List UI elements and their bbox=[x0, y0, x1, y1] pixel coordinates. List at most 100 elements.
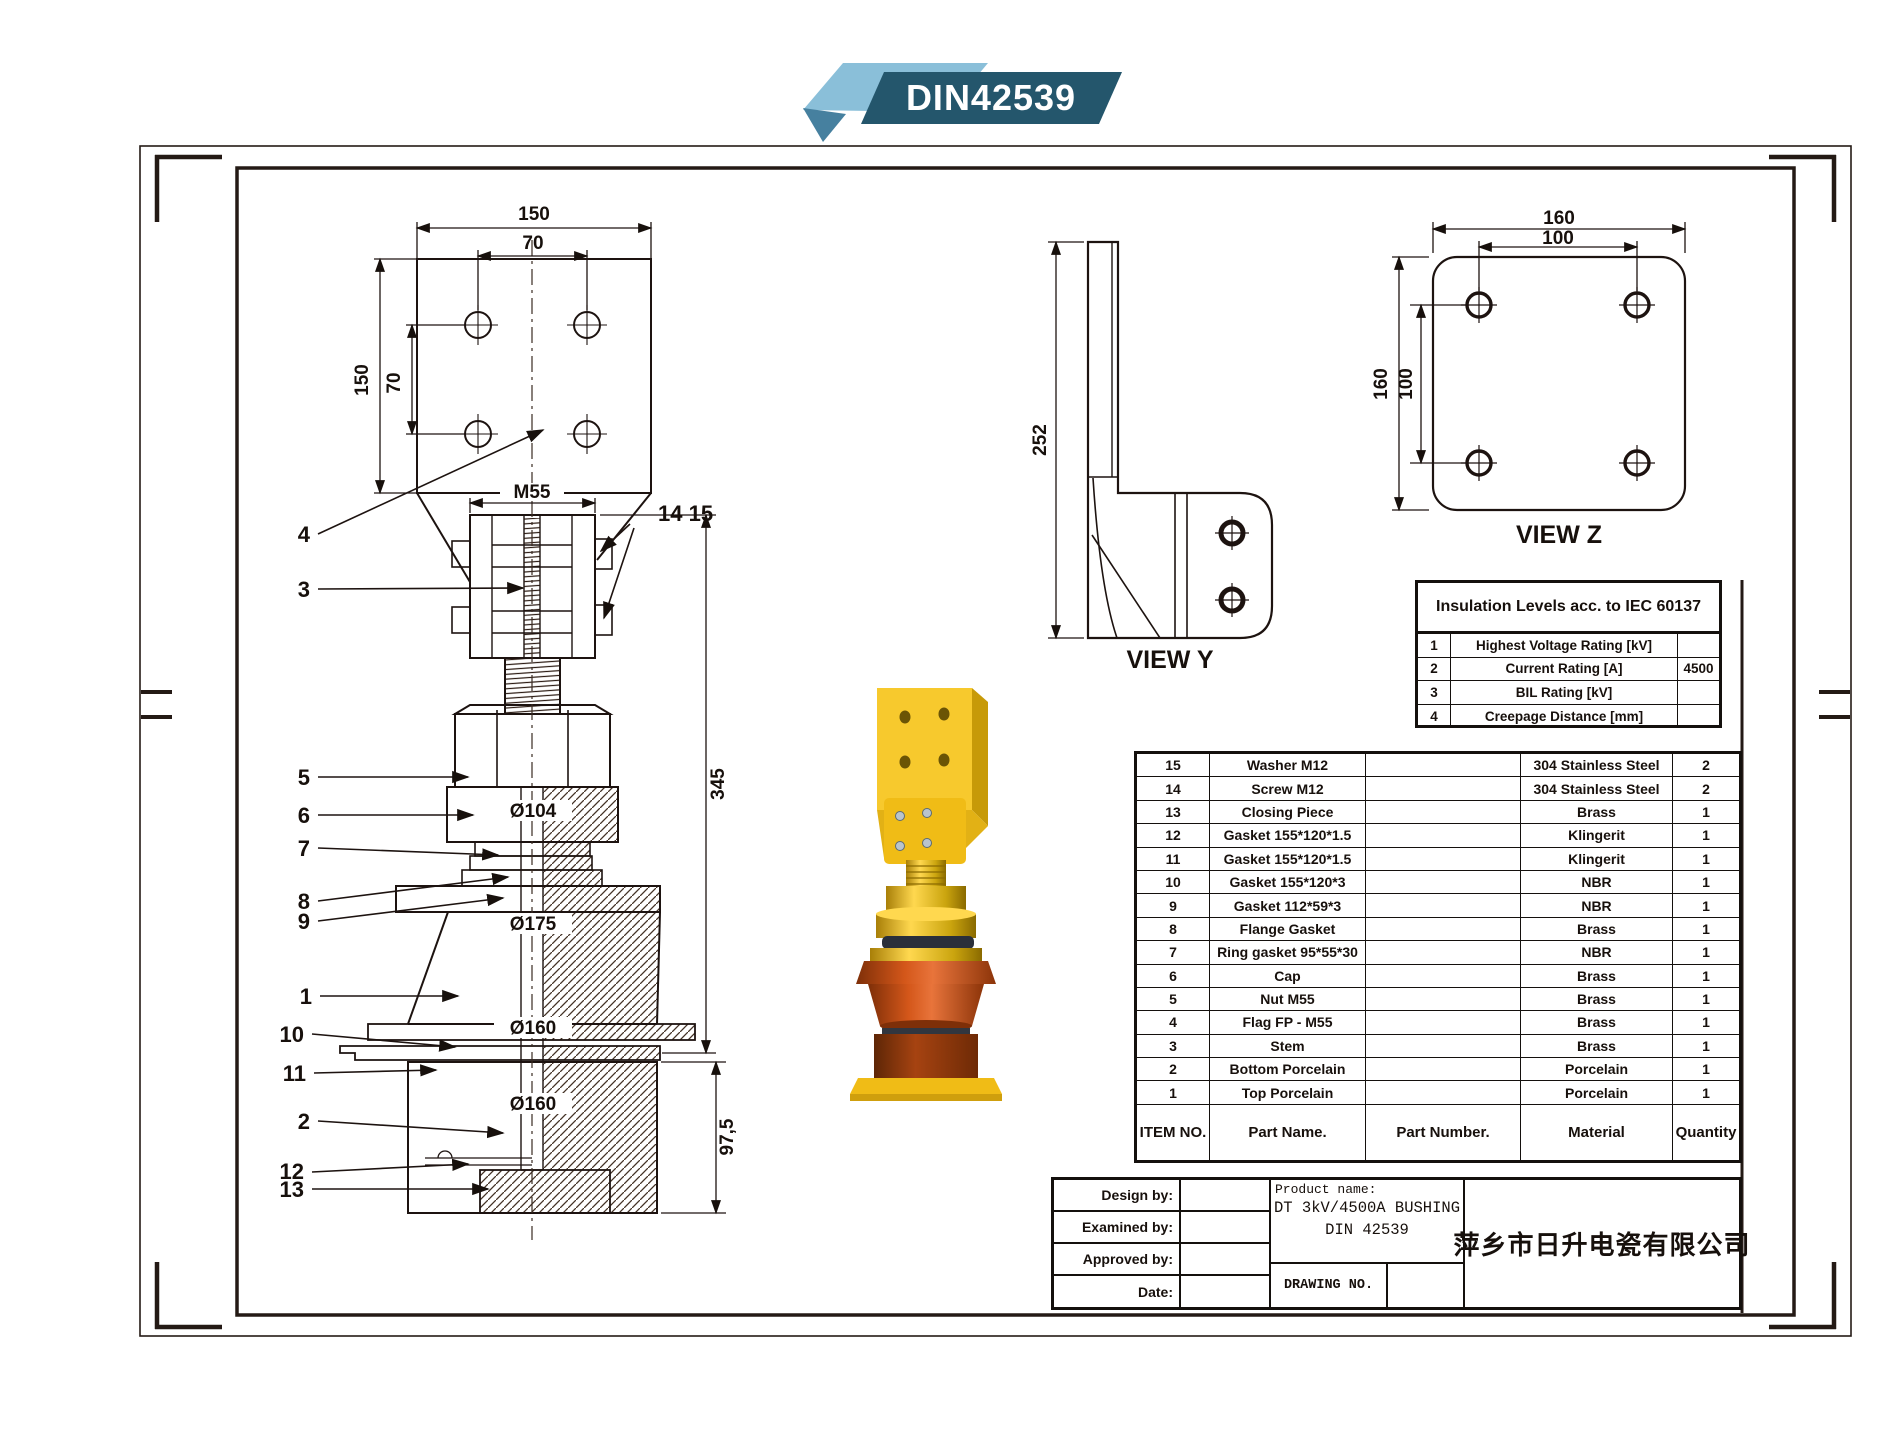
cell-quantity: 1 bbox=[1702, 874, 1710, 891]
cell-part-name: Stem bbox=[1210, 1034, 1366, 1058]
dim-cap-diameter: Ø104 bbox=[510, 801, 557, 822]
table-row: 5 Nut M55 Brass 1 bbox=[1137, 987, 1739, 1012]
dim-flag-holes-h: 70 bbox=[522, 233, 543, 254]
callout-3: 3 bbox=[298, 577, 310, 602]
callout-5: 5 bbox=[298, 765, 310, 790]
view-y-holes bbox=[1215, 516, 1249, 617]
cell-item: 5 bbox=[1137, 987, 1210, 1011]
title-block: Design by: Examined by: Approved by: Dat… bbox=[1051, 1177, 1750, 1310]
view-z-height-dim: 160 bbox=[1371, 368, 1392, 400]
cell-part-number bbox=[1366, 987, 1521, 1011]
cell-quantity: 2 bbox=[1702, 780, 1710, 797]
cell-material: Porcelain bbox=[1521, 1081, 1673, 1104]
cell-item: 7 bbox=[1137, 941, 1210, 964]
cell-material: NBR bbox=[1521, 894, 1673, 917]
cell-part-number bbox=[1366, 894, 1521, 917]
row-value bbox=[1678, 681, 1719, 704]
cell-part-number bbox=[1366, 964, 1521, 987]
cell-part-number bbox=[1366, 777, 1521, 800]
cell-material: NBR bbox=[1521, 941, 1673, 964]
cell-part-number bbox=[1366, 1034, 1521, 1058]
cell-quantity: 1 bbox=[1702, 944, 1710, 961]
callout-13: 13 bbox=[280, 1177, 304, 1202]
cell-quantity: 1 bbox=[1702, 1037, 1710, 1054]
row-name: Highest Voltage Rating [kV] bbox=[1451, 634, 1678, 657]
product-name-label: Product name: bbox=[1275, 1182, 1377, 1197]
row-number: 1 bbox=[1418, 634, 1451, 657]
cell-part-number bbox=[1366, 754, 1521, 777]
cell-quantity: 1 bbox=[1702, 1061, 1710, 1078]
dim-thread: M55 bbox=[514, 482, 551, 503]
callout-9: 9 bbox=[298, 909, 310, 934]
parts-table-header-row: ITEM NO. Part Name. Part Number. Materia… bbox=[1137, 1104, 1739, 1160]
cell-part-name: Flange Gasket bbox=[1210, 917, 1366, 941]
callout-1: 1 bbox=[300, 984, 312, 1009]
cell-item: 14 bbox=[1137, 777, 1210, 800]
table-row: 8 Flange Gasket Brass 1 bbox=[1137, 917, 1739, 942]
design-by-label: Design by: bbox=[1054, 1180, 1181, 1212]
callout-12: 12 bbox=[280, 1159, 304, 1184]
view-z-hole-spacing-v-dim: 100 bbox=[1396, 368, 1417, 400]
view-y: 252 VIEW Y bbox=[1030, 240, 1274, 674]
cell-part-name: Closing Piece bbox=[1210, 800, 1366, 824]
cell-item: 10 bbox=[1137, 870, 1210, 894]
callout-14-15: 14 15 bbox=[658, 501, 713, 526]
callout-10: 10 bbox=[280, 1022, 304, 1047]
cell-part-name: Screw M12 bbox=[1210, 777, 1366, 800]
cell-part-name: Gasket 155*120*3 bbox=[1210, 870, 1366, 894]
table-row: 15 Washer M12 304 Stainless Steel 2 bbox=[1137, 754, 1739, 778]
examined-by-value bbox=[1181, 1212, 1271, 1244]
section-hatch bbox=[480, 787, 695, 1213]
cell-material: NBR bbox=[1521, 870, 1673, 894]
cell-quantity: 1 bbox=[1702, 920, 1710, 937]
callout-leaders bbox=[311, 429, 635, 1196]
table-row: 2 Current Rating [A] 4500 bbox=[1418, 657, 1719, 681]
cell-material: Porcelain bbox=[1521, 1058, 1673, 1081]
cell-part-number bbox=[1366, 870, 1521, 894]
callout-8: 8 bbox=[298, 889, 310, 914]
main-section-view: 150 70 150 70 M55 Ø104 Ø175 Ø160 Ø160 34… bbox=[280, 204, 738, 1240]
drawing-no-value bbox=[1388, 1264, 1465, 1307]
cell-part-number bbox=[1366, 1058, 1521, 1081]
view-y-title: VIEW Y bbox=[1126, 646, 1213, 674]
product-name-line2: DIN 42539 bbox=[1325, 1221, 1409, 1239]
cell-part-name: Gasket 112*59*3 bbox=[1210, 894, 1366, 917]
view-z-title: VIEW Z bbox=[1516, 521, 1602, 549]
table-row: 6 Cap Brass 1 bbox=[1137, 964, 1739, 988]
row-number: 2 bbox=[1418, 657, 1451, 680]
cell-quantity: 1 bbox=[1702, 897, 1710, 914]
cell-material: Klingerit bbox=[1521, 824, 1673, 847]
cell-quantity: 1 bbox=[1702, 1014, 1710, 1031]
callout-2: 2 bbox=[298, 1109, 310, 1134]
table-row: 4 Flag FP - M55 Brass 1 bbox=[1137, 1011, 1739, 1035]
cell-part-number bbox=[1366, 1011, 1521, 1034]
row-name: BIL Rating [kV] bbox=[1451, 681, 1678, 704]
insulation-table-title: Insulation Levels acc. to IEC 60137 bbox=[1418, 583, 1719, 634]
cell-part-name: Gasket 155*120*1.5 bbox=[1210, 847, 1366, 870]
table-row: 3 BIL Rating [kV] bbox=[1418, 681, 1719, 705]
dim-flag-height: 150 bbox=[352, 364, 373, 396]
table-row: 11 Gasket 155*120*1.5 Klingerit 1 bbox=[1137, 847, 1739, 871]
view-z-width-dim: 160 bbox=[1543, 208, 1575, 229]
cell-item: 13 bbox=[1137, 800, 1210, 824]
cell-material: Brass bbox=[1521, 987, 1673, 1011]
flag-plate-outline bbox=[416, 258, 652, 494]
cell-quantity: 1 bbox=[1702, 827, 1710, 844]
banner-fold bbox=[803, 108, 846, 142]
dim-flag-holes-v: 70 bbox=[384, 372, 405, 393]
dim-bottom-porcelain-diameter: Ø160 bbox=[510, 1094, 556, 1115]
cell-item: 1 bbox=[1137, 1081, 1210, 1104]
table-row: 7 Ring gasket 95*55*30 NBR 1 bbox=[1137, 941, 1739, 965]
header-part-number: Part Number. bbox=[1366, 1104, 1521, 1160]
row-value bbox=[1678, 634, 1719, 657]
cell-part-name: Top Porcelain bbox=[1210, 1081, 1366, 1104]
callout-7: 7 bbox=[298, 836, 310, 861]
table-row: 2 Bottom Porcelain Porcelain 1 bbox=[1137, 1058, 1739, 1082]
dim-flag-width: 150 bbox=[518, 204, 550, 225]
view-z-hole-spacing-h-dim: 100 bbox=[1542, 228, 1574, 249]
cell-part-number bbox=[1366, 824, 1521, 847]
cell-material: Brass bbox=[1521, 1034, 1673, 1058]
date-value bbox=[1181, 1276, 1271, 1307]
approved-by-value bbox=[1181, 1244, 1271, 1276]
